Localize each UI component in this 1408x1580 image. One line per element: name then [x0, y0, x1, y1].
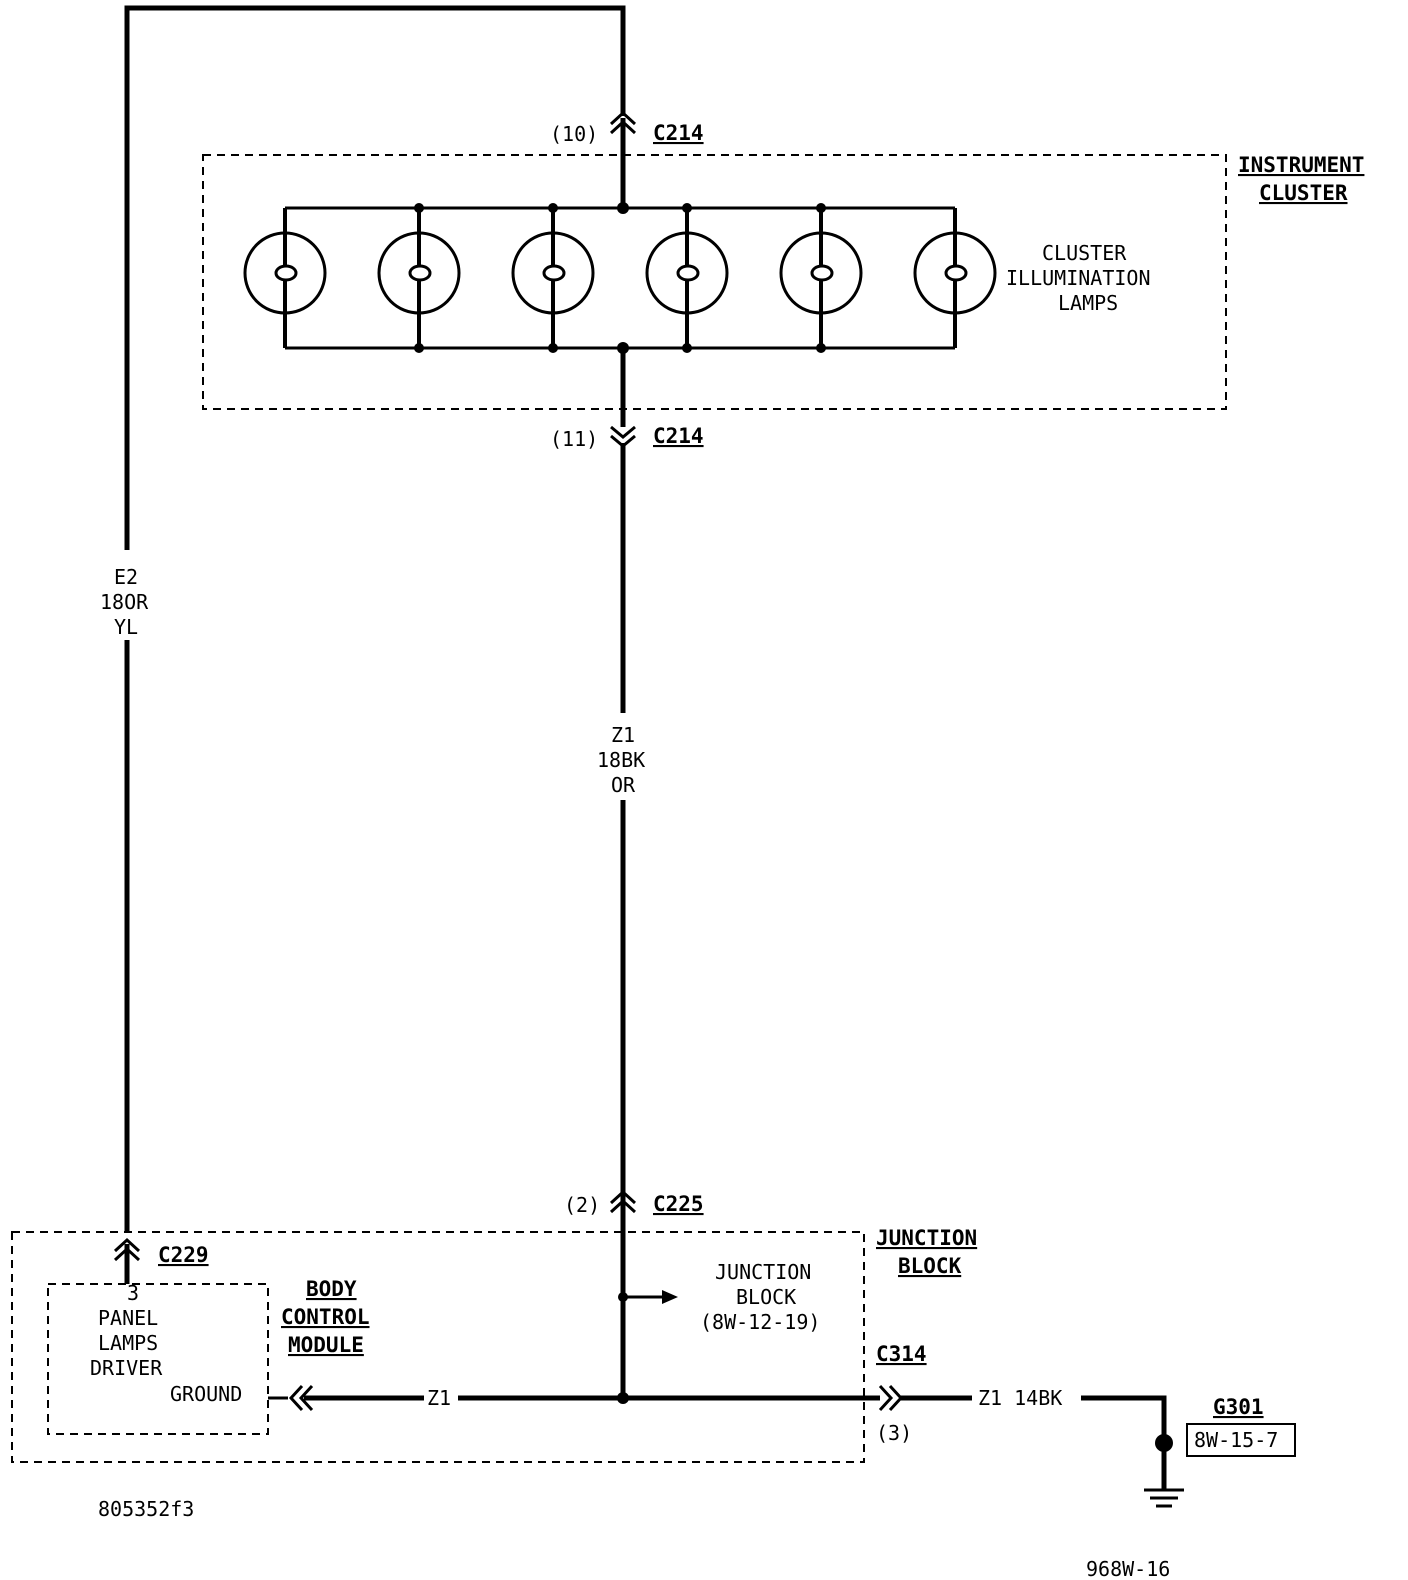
wire-bottom-left-label: Z1	[427, 1386, 451, 1410]
bcm-title-2: CONTROL	[281, 1305, 370, 1329]
bcm-title-1: BODY	[306, 1277, 357, 1301]
lamp-bus	[285, 206, 955, 350]
bcm-line-3: DRIVER	[90, 1356, 163, 1380]
lamp-icon	[779, 203, 863, 353]
instrument-cluster-title-1: INSTRUMENT	[1238, 153, 1364, 177]
wire-left-label-3: YL	[114, 615, 138, 639]
c225-pin: (2)	[564, 1193, 600, 1217]
bus-junction-dot	[617, 202, 629, 214]
c214-bottom-label: C214	[653, 424, 704, 448]
g301-label: G301	[1213, 1395, 1264, 1419]
footer-code-right: 968W-16	[1086, 1557, 1170, 1580]
ground-wire	[268, 1384, 1184, 1508]
c225-label: C225	[653, 1192, 704, 1216]
instrument-cluster-box	[202, 154, 1227, 410]
c229-label: C229	[158, 1243, 209, 1267]
g301-ref-box	[1186, 1423, 1296, 1457]
wire-center-label-3: OR	[611, 773, 636, 797]
junction-block-title-2: BLOCK	[898, 1254, 962, 1278]
cluster-lamps-label-3: LAMPS	[1058, 291, 1118, 315]
junction-ref-2: BLOCK	[736, 1285, 796, 1309]
wire-bottom-right-label: Z1 14BK	[978, 1386, 1062, 1410]
footer-code-left: 805352f3	[98, 1497, 194, 1521]
cluster-illumination-lamps	[243, 202, 997, 354]
instrument-cluster-title-2: CLUSTER	[1259, 181, 1348, 205]
connector-c229	[113, 1237, 141, 1284]
lamp-icon	[377, 203, 461, 353]
lamp-icon	[645, 203, 729, 353]
c214-bottom-pin: (11)	[550, 427, 598, 451]
wire-left-label-1: E2	[114, 565, 138, 589]
c214-top-label: C214	[653, 121, 704, 145]
body-control-module-box	[47, 1283, 269, 1435]
lamp-icon	[913, 208, 997, 348]
c314-pin: (3)	[876, 1421, 912, 1445]
cluster-lamps-label-2: ILLUMINATION	[1006, 266, 1151, 290]
bcm-pin: 3	[127, 1281, 139, 1305]
wire-e2-18or-yl	[124, 5, 626, 1232]
lamp-icon	[511, 203, 595, 353]
junction-ref-arrow	[618, 1290, 678, 1304]
bcm-title-3: MODULE	[288, 1333, 364, 1357]
bcm-line-2: LAMPS	[98, 1331, 158, 1355]
junction-block-box	[11, 1231, 865, 1463]
c214-top-pin: (10)	[550, 122, 598, 146]
connector-c214-top	[609, 110, 637, 208]
g301-ref: 8W-15-7	[1194, 1428, 1278, 1452]
lamp-icon	[243, 208, 327, 348]
connector-c214-bottom	[610, 348, 636, 1197]
wire-left-label-2: 18OR	[100, 590, 149, 614]
junction-block-title-1: JUNCTION	[876, 1226, 977, 1250]
wire-center-label-2: 18BK	[597, 748, 645, 772]
bcm-line-1: PANEL	[98, 1306, 158, 1330]
wire-center-label-1: Z1	[611, 723, 635, 747]
junction-ref-1: JUNCTION	[715, 1260, 811, 1284]
junction-ref-3: (8W-12-19)	[700, 1310, 820, 1334]
bcm-ground: GROUND	[170, 1382, 242, 1406]
c314-label: C314	[876, 1342, 927, 1366]
cluster-lamps-label-1: CLUSTER	[1042, 241, 1127, 265]
